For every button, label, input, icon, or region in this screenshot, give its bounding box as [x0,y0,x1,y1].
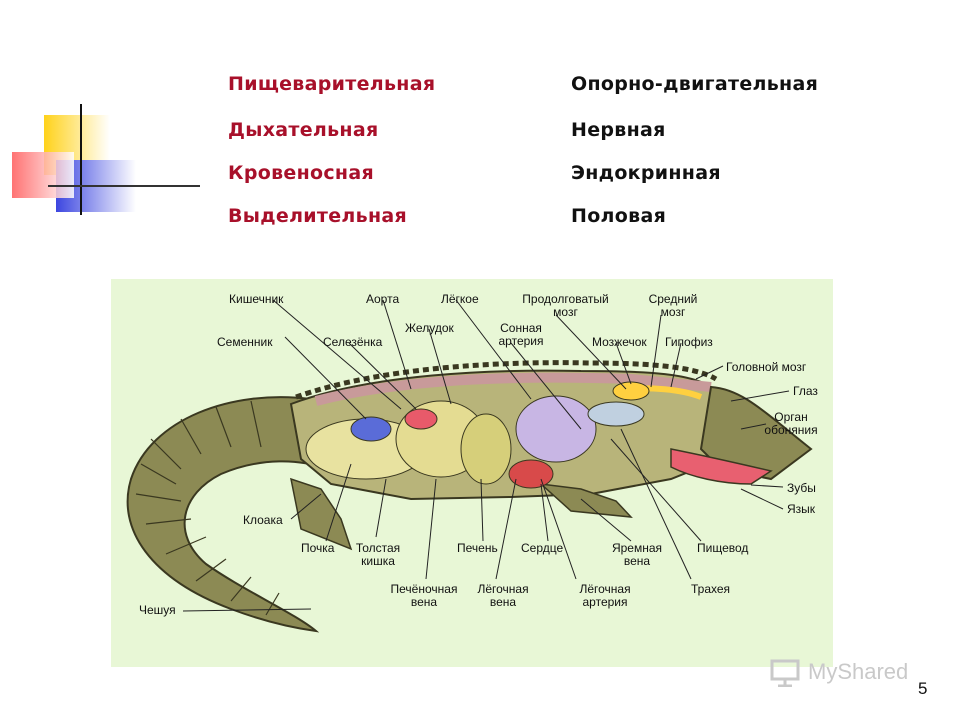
label-tongue: Язык [787,502,816,516]
label-esophagus: Пищевод [697,541,749,555]
label-testis: Семенник [217,335,273,349]
label-stomach: Желудок [405,321,454,335]
label-intestine: Кишечник [229,292,284,306]
label-carotid: Сонная артерия [498,321,544,348]
system-excretory: Выделительная [228,205,408,227]
label-brain: Головной мозг [726,360,807,374]
system-nervous: Нервная [571,119,666,141]
label-teeth: Зубы [787,481,816,495]
system-musculoskeletal: Опорно-двигательная [571,73,819,95]
label-cerebellum: Мозжечок [592,335,647,349]
label-aorta: Аорта [366,292,400,306]
slide-number: 5 [918,679,928,698]
label-hepatic-vein: Печёночная вена [390,582,458,609]
label-kidney: Почка [301,541,335,555]
label-lung: Лёгкое [441,292,479,306]
watermark: MyShared [770,657,930,689]
label-eye: Глаз [793,384,818,398]
presentation-icon [770,659,800,687]
label-trachea: Трахея [691,582,731,596]
system-respiratory: Дыхательная [228,119,379,141]
crocodile-illustration [126,299,813,633]
label-midbrain: Средний мозг [648,292,698,319]
system-reproductive: Половая [571,205,667,227]
system-endocrine: Эндокринная [571,162,721,184]
system-circulatory: Кровеносная [228,162,374,184]
label-liver: Печень [457,541,498,555]
label-colon: Толстая кишка [355,541,401,568]
label-jugular: Яремная вена [611,541,663,568]
system-digestive: Пищеварительная [228,73,436,95]
label-spleen: Селезёнка [323,335,383,349]
label-medulla: Продолговатый мозг [522,292,609,319]
label-scales: Чешуя [139,603,176,617]
label-pituitary: Гипофиз [665,335,713,349]
crocodile-anatomy-diagram: Кишечник Аорта Лёгкое Продолговатый мозг… [111,279,833,667]
label-cloaca: Клоака [243,513,283,527]
decorative-squares [12,104,200,215]
label-pulmonary-artery: Лёгочная артерия [579,582,631,609]
label-pulmonary-vein: Лёгочная вена [477,582,529,609]
label-olfactory: Орган обоняния [764,410,818,437]
watermark-text: MyShared [808,659,909,684]
label-heart: Сердце [521,541,564,555]
